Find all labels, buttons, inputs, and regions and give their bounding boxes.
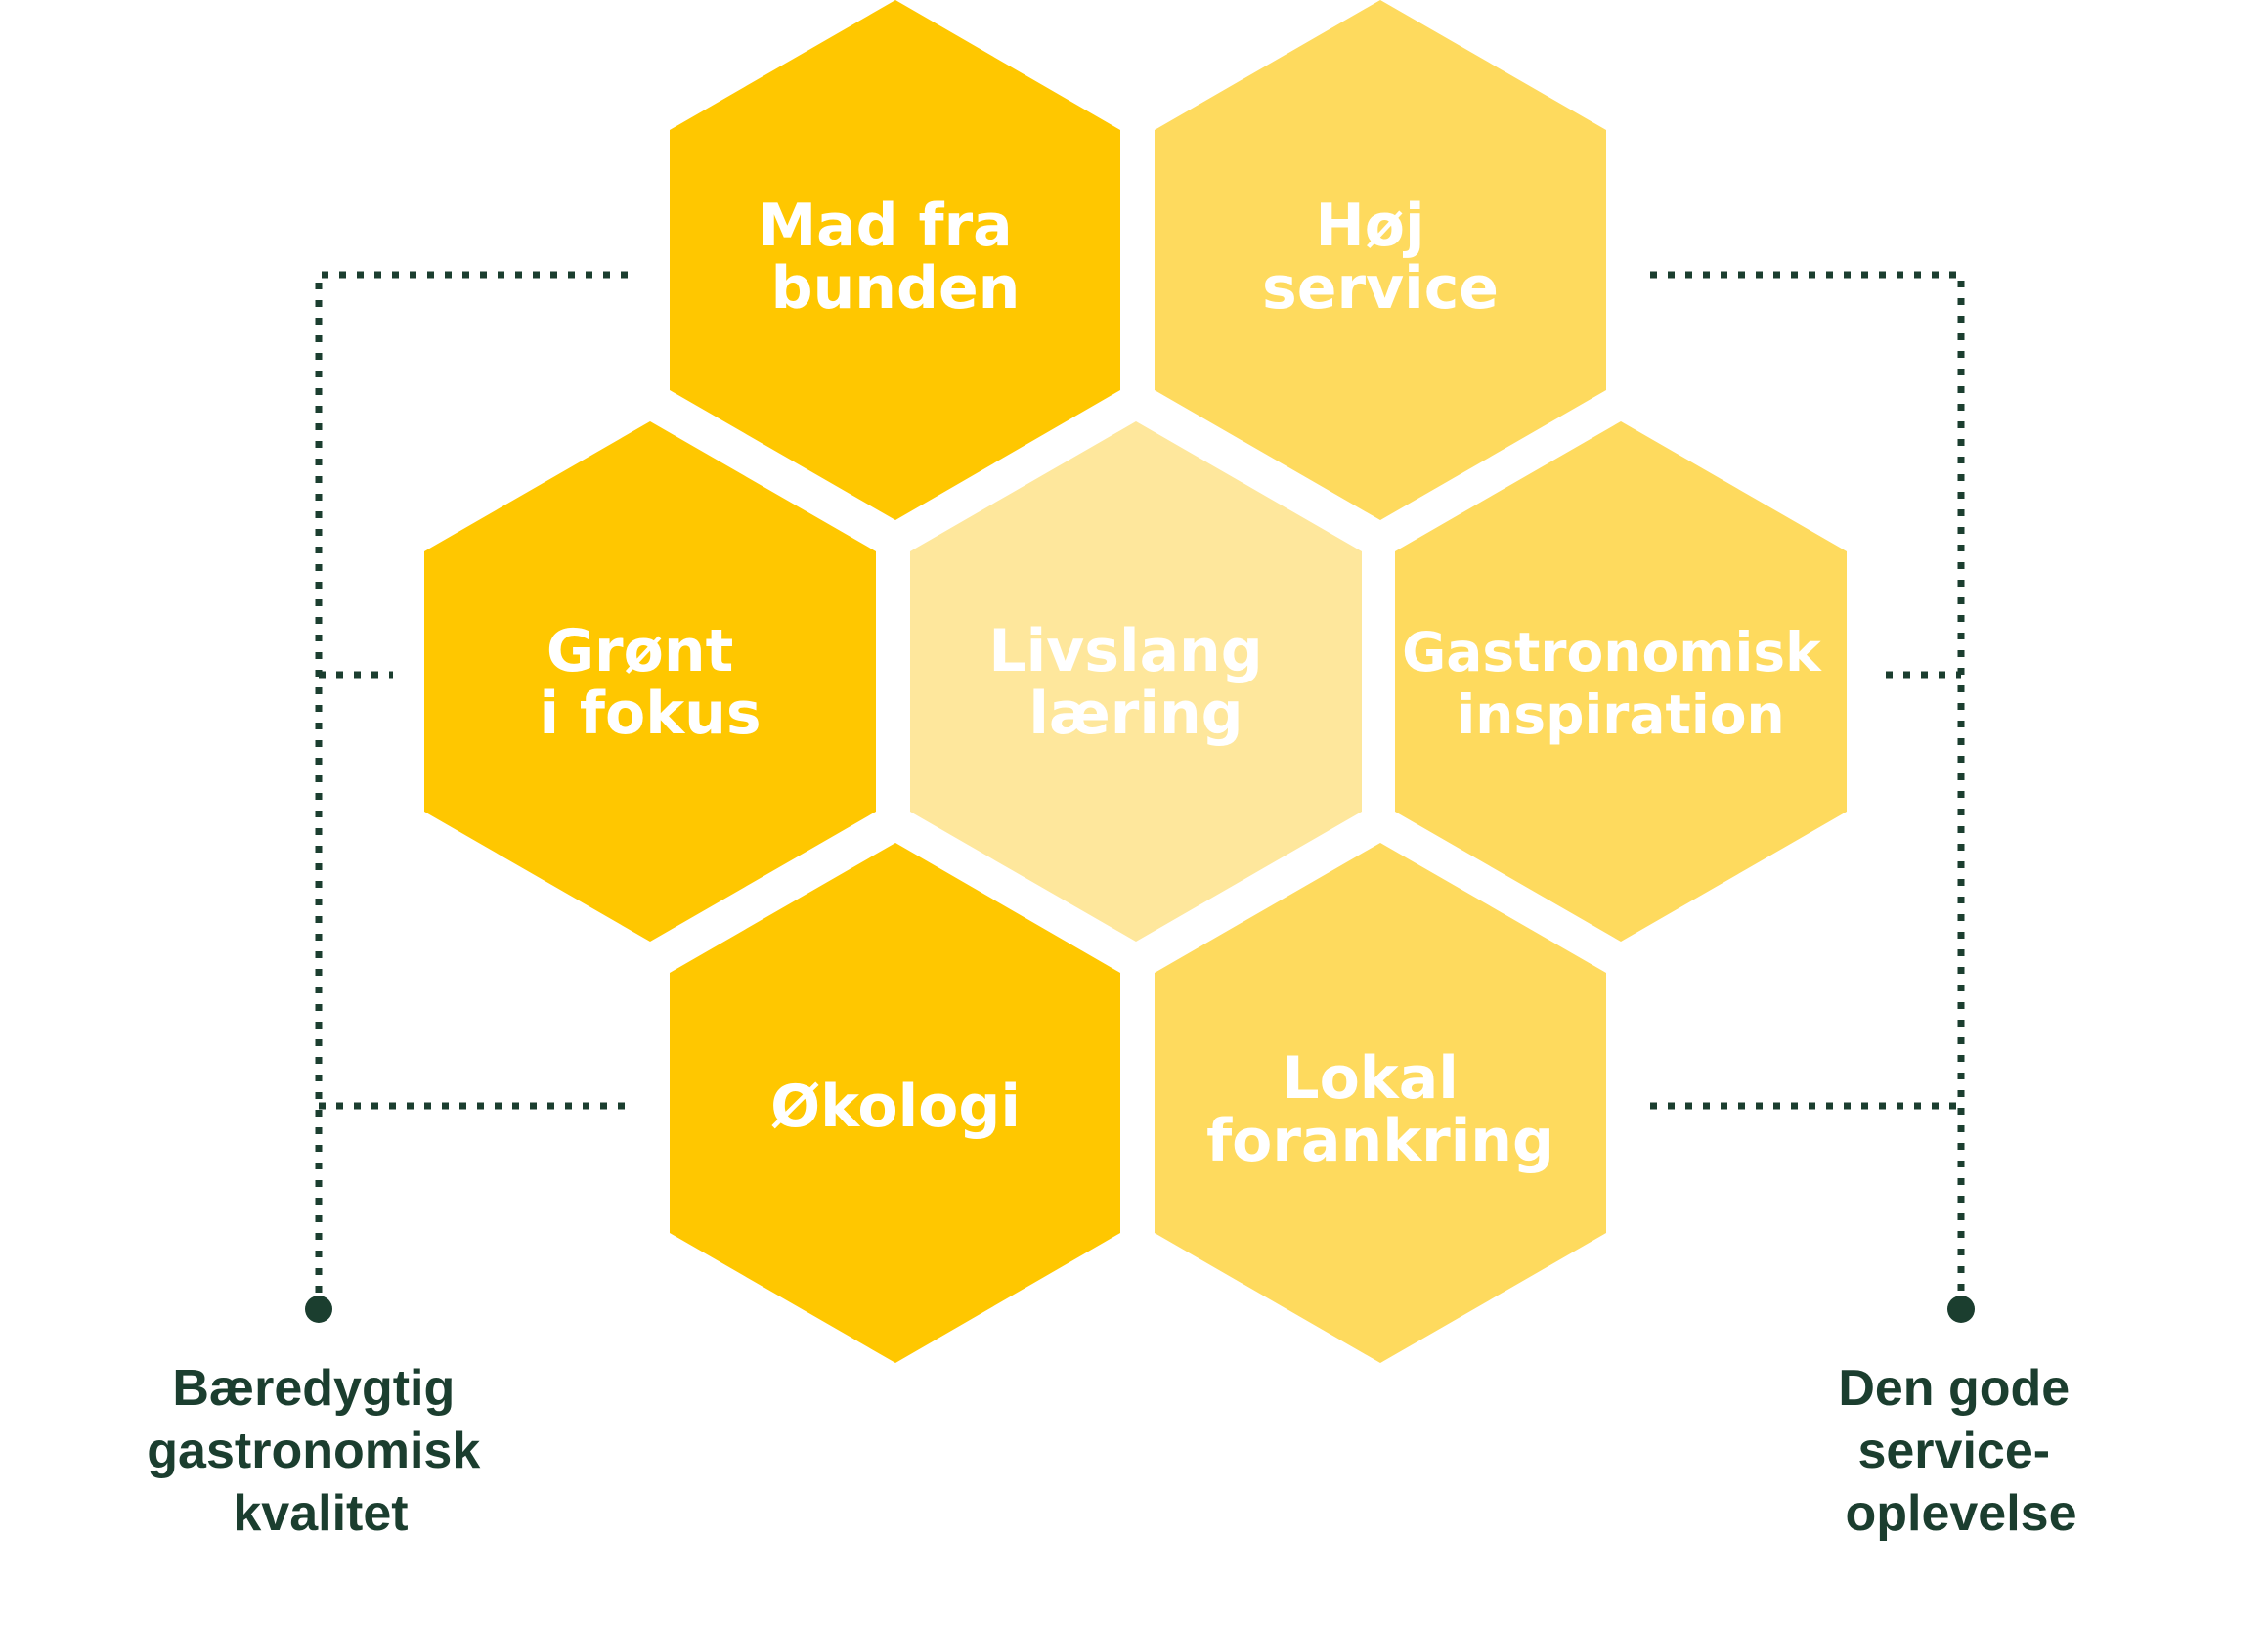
hex-livslang-laering: Livslang læring (910, 421, 1362, 942)
left-bracket-line (315, 271, 628, 1296)
hex-label-line: Grønt (546, 617, 733, 685)
hex-label-line: Økologi (770, 1073, 1021, 1141)
hex-gastronomisk-inspiration: Gastronomisk inspiration (1395, 421, 1847, 942)
hexagon-shape (424, 421, 876, 942)
hex-label-line: Mad fra (758, 192, 1012, 260)
right-bracket-connector (1650, 271, 1975, 1323)
hex-label-line: Høj (1316, 192, 1425, 260)
hex-label: Mad fra bunden (758, 192, 1032, 323)
hexagon-shape (670, 843, 1120, 1363)
left-group-label-line: kvalitet (233, 1485, 408, 1542)
hex-lokal-forankring: Lokal forankring (1155, 843, 1606, 1363)
hex-label-line: Lokal (1282, 1044, 1458, 1113)
hexagon-shape (670, 0, 1120, 520)
right-bracket-line (1650, 271, 1965, 1296)
hexagon-shape (1155, 0, 1606, 520)
hexagon-cluster: Mad fra bunden Høj service Grønt i fokus… (424, 0, 1847, 1363)
hexagon-shape (1395, 421, 1847, 942)
hexagon-shape (1155, 843, 1606, 1363)
hex-label: Lokal forankring (1206, 1044, 1554, 1175)
hex-label: Økologi (770, 1073, 1021, 1141)
hex-mad-fra-bunden: Mad fra bunden (670, 0, 1120, 520)
hex-label-line: service (1262, 254, 1499, 323)
hex-label-line: inspiration (1457, 683, 1784, 746)
left-bracket-connector (305, 271, 628, 1323)
hex-label-line: bunden (771, 254, 1021, 323)
left-group-label-line: gastronomisk (147, 1423, 480, 1479)
hex-label: Livslang læring (988, 617, 1283, 748)
left-group-label: Bæredygtig gastronomisk kvalitet (147, 1360, 494, 1542)
hex-label: Grønt i fokus (539, 617, 761, 748)
hex-label: Gastronomisk inspiration (1402, 621, 1840, 746)
hex-label: Høj service (1262, 192, 1499, 323)
right-group-label-line: Den gode (1838, 1360, 2070, 1417)
hex-okologi: Økologi (670, 843, 1120, 1363)
right-group-label-line: oplevelse (1845, 1485, 2076, 1542)
right-group-label-line: service- (1857, 1423, 2050, 1479)
hex-label-line: forankring (1206, 1107, 1554, 1175)
right-bracket-endpoint-dot (1947, 1296, 1975, 1323)
hex-label-line: læring (1028, 680, 1243, 748)
left-group-label-line: Bæredygtig (172, 1360, 455, 1417)
hex-label-line: Livslang (988, 617, 1262, 685)
hex-label-line: Gastronomisk (1402, 621, 1822, 683)
hexagon-shape (910, 421, 1362, 942)
hex-label-line: i fokus (539, 680, 761, 748)
right-group-label: Den gode service- oplevelse (1838, 1360, 2083, 1542)
hex-gront-i-fokus: Grønt i fokus (424, 421, 876, 942)
hex-hoj-service: Høj service (1155, 0, 1606, 520)
left-bracket-endpoint-dot (305, 1296, 332, 1323)
